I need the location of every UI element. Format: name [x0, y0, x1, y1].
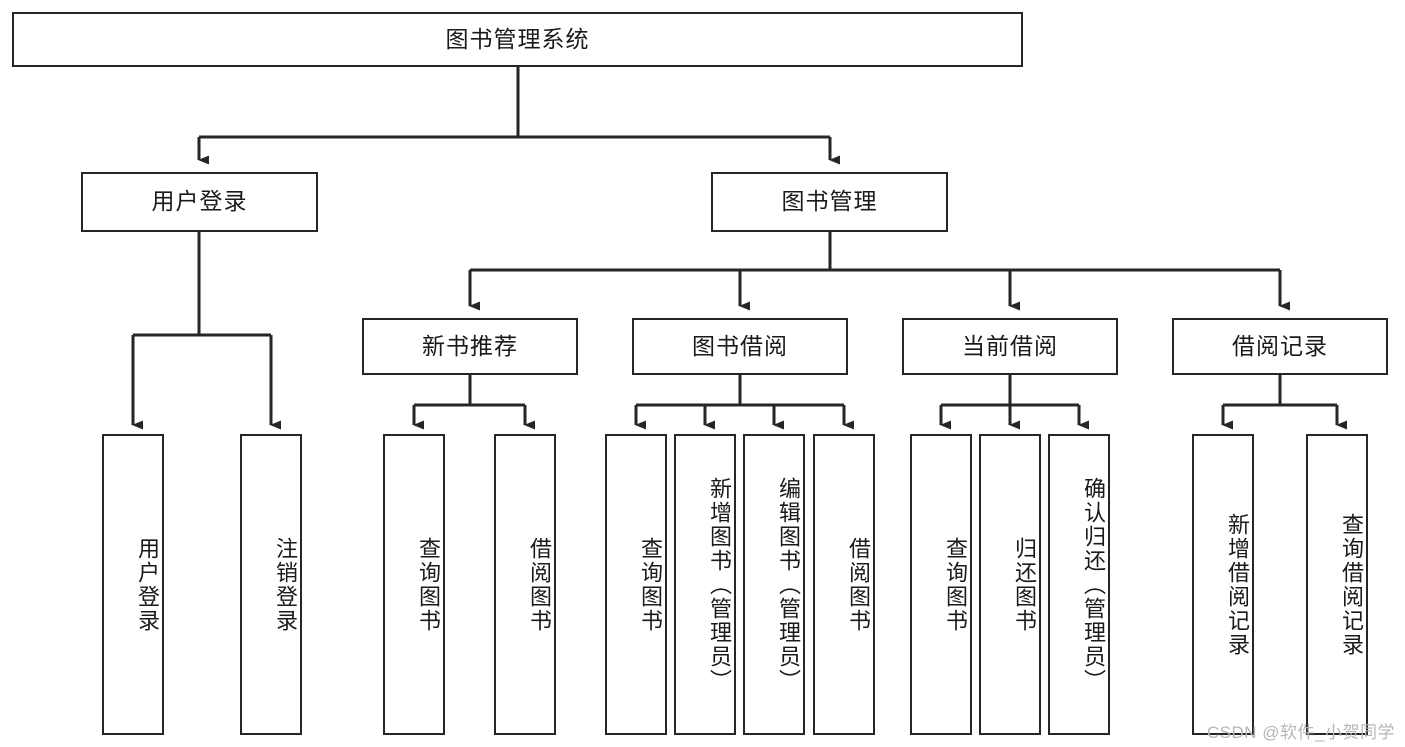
node-leaf-borrow-book-1-label: 借阅图书 — [527, 536, 552, 633]
node-leaf-confirm-return[interactable]: 确认归还（管理员） — [1048, 434, 1110, 735]
node-current-borrow-label: 当前借阅 — [962, 332, 1058, 359]
node-leaf-edit-book-label: 编辑图书（管理员） — [776, 476, 801, 693]
node-book-borrow-label: 图书借阅 — [692, 332, 788, 359]
node-leaf-add-book[interactable]: 新增图书（管理员） — [674, 434, 736, 735]
node-book-borrow[interactable]: 图书借阅 — [632, 318, 848, 375]
node-leaf-query-book-2[interactable]: 查询图书 — [605, 434, 667, 735]
node-root-label: 图书管理系统 — [445, 25, 590, 52]
node-leaf-logout-label: 注销登录 — [273, 536, 298, 633]
node-leaf-return-book[interactable]: 归还图书 — [979, 434, 1041, 735]
node-borrow-record-label: 借阅记录 — [1232, 332, 1328, 359]
node-leaf-user-login-label: 用户登录 — [135, 536, 160, 633]
node-leaf-add-record[interactable]: 新增借阅记录 — [1192, 434, 1254, 735]
node-root[interactable]: 图书管理系统 — [12, 12, 1023, 67]
node-new-book-recommendation[interactable]: 新书推荐 — [362, 318, 578, 375]
node-leaf-query-book-1[interactable]: 查询图书 — [383, 434, 445, 735]
node-leaf-query-record-label: 查询借阅记录 — [1339, 512, 1364, 657]
node-leaf-return-book-label: 归还图书 — [1012, 536, 1037, 633]
node-leaf-query-record[interactable]: 查询借阅记录 — [1306, 434, 1368, 735]
node-leaf-query-book-3[interactable]: 查询图书 — [910, 434, 972, 735]
node-leaf-query-book-3-label: 查询图书 — [943, 536, 968, 633]
node-borrow-record[interactable]: 借阅记录 — [1172, 318, 1388, 375]
node-new-book-recommendation-label: 新书推荐 — [422, 332, 518, 359]
node-current-borrow[interactable]: 当前借阅 — [902, 318, 1118, 375]
node-leaf-user-login[interactable]: 用户登录 — [102, 434, 164, 735]
node-leaf-query-book-1-label: 查询图书 — [416, 536, 441, 633]
node-user-login-label: 用户登录 — [151, 188, 248, 215]
node-user-login[interactable]: 用户登录 — [81, 172, 318, 232]
node-leaf-borrow-book-2[interactable]: 借阅图书 — [813, 434, 875, 735]
node-leaf-borrow-book-1[interactable]: 借阅图书 — [494, 434, 556, 735]
node-book-manage-label: 图书管理 — [781, 188, 878, 215]
node-leaf-borrow-book-2-label: 借阅图书 — [846, 536, 871, 633]
node-leaf-confirm-return-label: 确认归还（管理员） — [1081, 476, 1106, 693]
node-leaf-logout[interactable]: 注销登录 — [240, 434, 302, 735]
node-leaf-add-record-label: 新增借阅记录 — [1225, 512, 1250, 657]
node-book-manage[interactable]: 图书管理 — [711, 172, 948, 232]
node-leaf-add-book-label: 新增图书（管理员） — [707, 476, 732, 693]
node-leaf-query-book-2-label: 查询图书 — [638, 536, 663, 633]
node-leaf-edit-book[interactable]: 编辑图书（管理员） — [743, 434, 805, 735]
